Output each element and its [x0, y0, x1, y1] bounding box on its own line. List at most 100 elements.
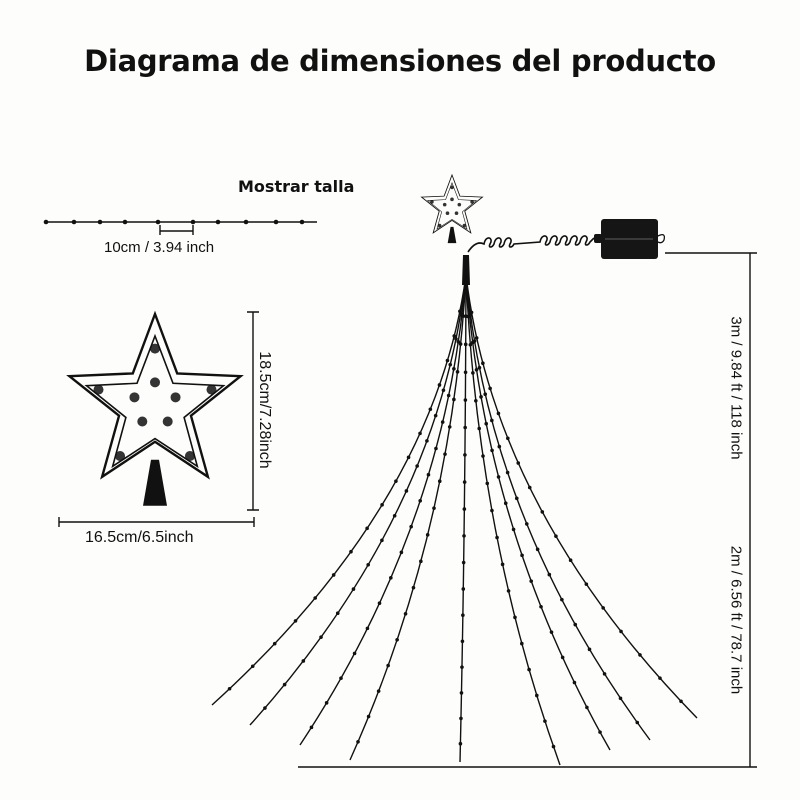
bulb	[516, 461, 521, 465]
bulb	[425, 533, 430, 537]
bulb	[282, 682, 287, 687]
bulb	[419, 559, 423, 564]
bulb	[527, 667, 531, 672]
bulb	[243, 219, 249, 225]
bulb	[437, 479, 442, 484]
total-height-label: 3m / 9.84 ft / 118 inch	[727, 316, 745, 460]
light-strand	[465, 274, 651, 741]
bulb	[560, 597, 564, 602]
bulb	[441, 388, 446, 393]
bulb	[452, 397, 456, 402]
bulb	[551, 744, 556, 749]
bulb	[339, 676, 343, 680]
bulb	[399, 550, 404, 555]
bulb	[433, 413, 438, 418]
light-strand	[249, 274, 467, 726]
bulb	[349, 549, 353, 554]
bulb	[490, 448, 494, 453]
bulb	[474, 367, 479, 372]
bulb	[425, 439, 429, 443]
size-subtitle: Mostrar talla	[238, 177, 355, 196]
bulb	[272, 641, 277, 646]
bulb	[447, 425, 452, 429]
bulb	[463, 425, 467, 430]
bulb	[484, 421, 489, 426]
bulb	[432, 506, 436, 510]
bulb	[584, 582, 589, 586]
bulb	[587, 647, 592, 652]
bulb	[560, 655, 565, 660]
led	[115, 451, 126, 462]
star-topper-small	[420, 173, 484, 244]
bulb	[527, 485, 532, 490]
bulb	[543, 719, 547, 723]
bulb	[474, 336, 479, 340]
bulb	[540, 510, 545, 514]
strand-hub	[462, 255, 470, 285]
bulb	[554, 534, 558, 538]
bulb	[335, 611, 340, 615]
bulb	[443, 452, 447, 456]
bulb	[472, 339, 477, 343]
bulb-spacing-sample-strand	[43, 219, 317, 225]
bulb	[598, 730, 602, 734]
bulb	[459, 691, 464, 695]
bulb	[426, 472, 431, 477]
bulb	[366, 562, 370, 567]
bulb	[573, 622, 578, 627]
bulb	[380, 538, 384, 543]
bulb	[505, 470, 510, 475]
bulb	[658, 676, 662, 680]
bulb	[456, 340, 461, 344]
bulb	[513, 615, 517, 620]
bulb	[479, 395, 483, 399]
bulb	[406, 455, 411, 460]
bulb	[547, 572, 552, 577]
bulb	[539, 604, 543, 609]
bulb	[468, 342, 473, 347]
bulb	[415, 464, 419, 468]
bulb	[520, 641, 524, 646]
bulb	[122, 219, 128, 225]
bulb	[462, 480, 467, 484]
bulb	[635, 720, 640, 725]
led	[437, 223, 442, 228]
bulb	[463, 370, 468, 375]
bulb	[458, 342, 463, 346]
bulb	[301, 659, 306, 663]
bulb	[474, 398, 478, 403]
star-width-label: 16.5cm/6.5inch	[85, 529, 194, 546]
bulb	[445, 358, 450, 363]
bulb	[490, 418, 494, 423]
bulb	[506, 589, 511, 593]
bulb	[511, 527, 516, 532]
led	[450, 185, 454, 190]
led	[170, 392, 181, 403]
bulb	[356, 739, 360, 744]
led	[430, 200, 434, 204]
bulb	[455, 370, 460, 374]
bulb	[309, 725, 314, 730]
light-strand	[465, 274, 698, 719]
bulb	[495, 535, 499, 540]
bulb	[497, 444, 502, 449]
bulb	[389, 576, 393, 580]
led	[442, 202, 447, 207]
bulb	[496, 411, 501, 416]
bulb	[418, 431, 422, 436]
led	[462, 223, 467, 228]
light-strand	[211, 274, 467, 706]
bulb	[585, 705, 589, 710]
bulb	[299, 219, 305, 225]
bulb	[503, 501, 508, 506]
bulb	[324, 701, 329, 705]
bulb	[403, 612, 408, 616]
bulb	[458, 741, 463, 746]
bulb	[463, 342, 468, 347]
page-title: Diagrama de dimensiones del producto	[84, 44, 716, 78]
bulb	[263, 706, 267, 710]
led	[184, 451, 195, 462]
bulb	[395, 637, 399, 642]
bulb	[313, 596, 317, 600]
